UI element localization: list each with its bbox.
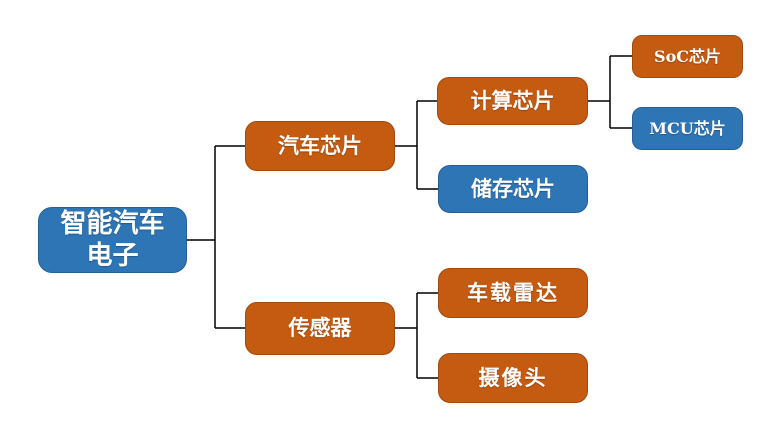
connector-root-to-level2 [187,145,245,329]
node-mcu-chip: MCU芯片 [632,107,743,150]
node-storage-chips: 储存芯片 [438,165,588,213]
node-auto-chips: 汽车芯片 [245,121,395,171]
node-soc-chip: SoC芯片 [632,35,743,78]
node-camera: 摄像头 [438,353,588,403]
connector-auto-chips-to-children [395,100,438,190]
node-vehicle-radar: 车载雷达 [438,268,588,318]
node-sensors: 传感器 [245,302,395,355]
node-smart-car-electronics: 智能汽车 电子 [38,207,187,273]
connector-compute-chips-to-children [588,55,632,129]
connector-sensors-to-children [395,292,438,379]
node-compute-chips: 计算芯片 [437,77,588,125]
